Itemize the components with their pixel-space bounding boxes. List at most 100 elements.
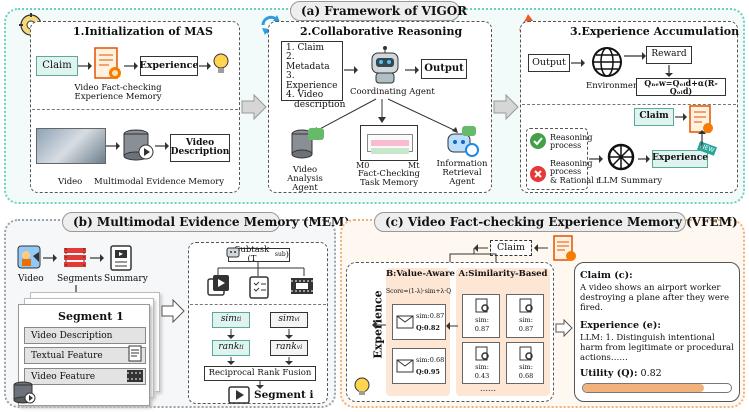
task-memory-label: Fact-Checking Task Memory (358, 169, 420, 188)
collab-title: 2.Collaborative Reasoning (300, 25, 463, 38)
vfem-title: (c) Video Fact-checking Experience Memor… (374, 212, 738, 232)
rank-text-label: rank (218, 342, 240, 353)
init-section (30, 21, 240, 193)
arrow (106, 142, 120, 150)
envelope-icon (396, 315, 414, 329)
arrow (534, 244, 548, 252)
play-doc-icon (228, 386, 250, 404)
arrow (256, 381, 264, 389)
sim-card-value: 0.68 (518, 372, 534, 380)
video-analysis-agent-label: Video Analysis Agent (287, 165, 323, 193)
sim-card-label: sim: (475, 316, 489, 324)
value-card: sim:0.68 Q:0.95 (392, 348, 446, 384)
list-item: 1. Claim (286, 43, 324, 53)
arrow (344, 66, 358, 74)
summary-icon (110, 245, 132, 271)
arrow (372, 321, 386, 329)
framework-title: (a) Framework of VIGOR (290, 1, 467, 21)
mem-summary-label: Summary (104, 274, 148, 284)
reasoning-rational-label: Reasoning process & Rational r (550, 159, 601, 185)
arrow (698, 130, 706, 148)
segment-i-label: Segment i (254, 389, 314, 401)
experience-detail-card (574, 262, 740, 402)
value-card-q: Q:0.82 (416, 324, 440, 332)
detail-claim-text: A video shows an airport worker destroyi… (580, 283, 730, 314)
divider (32, 109, 238, 110)
arrow (78, 62, 92, 70)
sim-video-label: sim (278, 314, 295, 325)
textual-feature-row: Textual Feature (24, 347, 146, 364)
arrow (90, 254, 104, 262)
cross-icon (530, 166, 546, 182)
doc-search-icon (519, 298, 533, 313)
sim-card-label: sim: (475, 363, 489, 371)
similarity-title: A:Similarity-Based (458, 269, 548, 279)
ellipsis: …… (480, 384, 496, 393)
mem-title: (b) Multimodal Evidence Memory (MEM) (62, 212, 350, 232)
m0-label: M0 (356, 161, 370, 170)
llm-summary-label: LLM Summary (598, 176, 663, 186)
certificate-icon (553, 235, 576, 261)
accum-experience-box: Experience (652, 150, 708, 168)
sim-card: sim: 0.68 (506, 342, 544, 384)
video-label: Video (58, 177, 83, 187)
divider (190, 304, 326, 305)
sim-card: sim: 0.43 (462, 342, 500, 384)
detail-utility: Utility (Q): 0.82 (580, 368, 662, 379)
arrow (155, 142, 169, 150)
sim-card: sim: 0.87 (462, 294, 500, 338)
arrow (227, 329, 235, 339)
check-icon (530, 133, 546, 149)
llm-summary-icon (607, 143, 635, 171)
detail-utility-value: 0.82 (640, 368, 662, 379)
q-update-formula: Qₙₑw=Qₒₗd+α(R-Qₒₗd) (636, 78, 726, 96)
checklist-icon (249, 276, 269, 299)
arrow (571, 59, 585, 67)
globe-icon (592, 47, 622, 77)
video-feature-row: Video Feature (24, 368, 146, 385)
sim-text-label: sim (220, 314, 237, 325)
vfem-claim-box: Claim (490, 240, 532, 256)
vfem-label: Video Fact-checking Experience Memory (74, 83, 162, 102)
robot-icon (226, 247, 240, 258)
value-card: sim:0.87 Q:0.82 (392, 304, 446, 340)
value-card-q: Q:0.95 (416, 368, 440, 376)
utility-bar-track (582, 383, 732, 393)
mt-label: Mt (408, 161, 420, 170)
accum-title: 3.Experience Accumulation (570, 25, 740, 38)
coordinating-agent-label: Coordinating Agent (350, 87, 435, 97)
mem-video-label: Video (18, 274, 44, 284)
reward-box: Reward (646, 46, 692, 64)
detail-exp-label: Experience (e): (580, 320, 661, 331)
arrow (624, 52, 646, 60)
info-retrieval-agent-icon (447, 126, 479, 157)
init-experience-box: Experience (140, 56, 199, 76)
flow-arrow (161, 298, 185, 324)
reasoning-process-label: Reasoning process (550, 133, 593, 151)
arrow (124, 62, 138, 70)
list-item: 2. Metadata (286, 52, 330, 72)
accum-claim-box: Claim (634, 108, 674, 126)
rank-video-label: rank (275, 342, 297, 353)
mem-segments-label: Segments (57, 274, 103, 284)
doc-search-icon (475, 298, 489, 313)
arrow (43, 254, 57, 262)
list-item: 3. Experience (286, 71, 338, 91)
value-card-sim: sim:0.87 (416, 312, 445, 320)
doc-search-icon (519, 346, 533, 361)
sim-card-value: 0.43 (474, 372, 490, 380)
collab-output-box: Output (421, 59, 467, 79)
arrow (446, 322, 458, 330)
detail-utility-label: Utility (Q): (580, 368, 638, 379)
arrow (638, 155, 650, 163)
value-aware-title: B:Value-Aware (386, 269, 455, 279)
flow-arrow (555, 318, 573, 338)
arrow (665, 65, 673, 77)
collab-input-list: 1. Claim 2. Metadata 3. Experience 4. Vi… (281, 41, 345, 110)
score-formula: Score=(1-λ)·sim+λ·Q (386, 288, 452, 295)
video-thumbnail (36, 128, 106, 164)
